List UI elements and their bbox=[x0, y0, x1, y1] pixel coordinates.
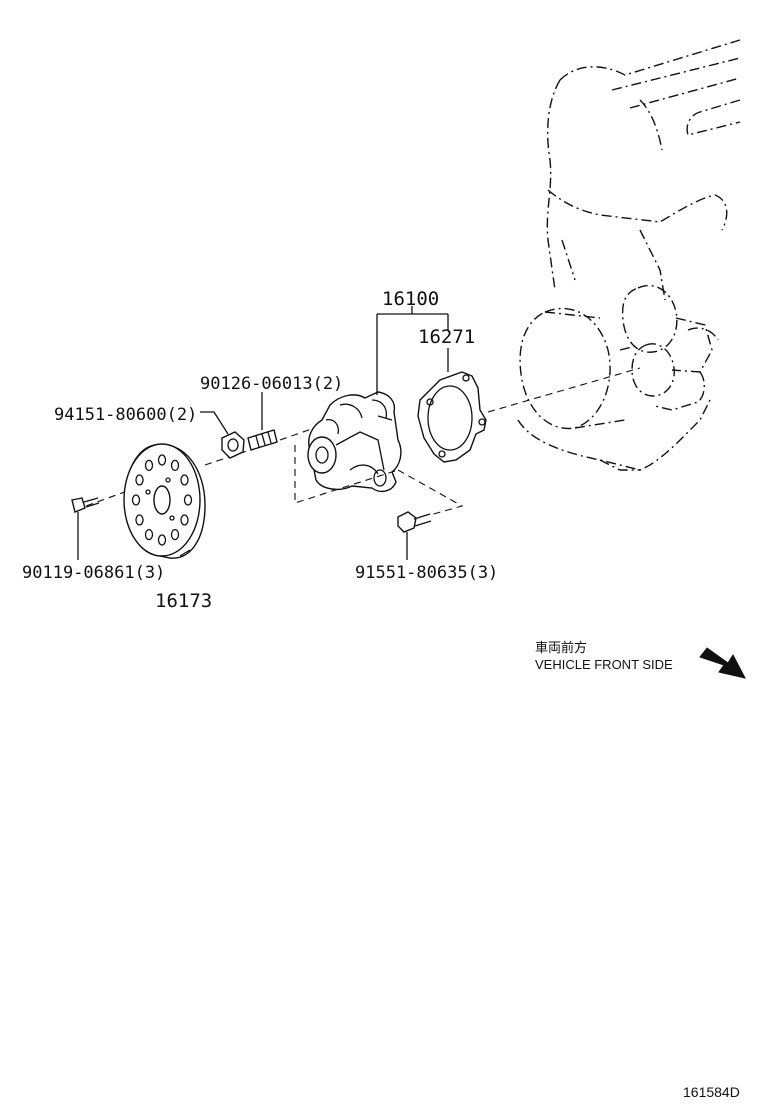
pulley-hole bbox=[170, 528, 180, 541]
nut-94151 bbox=[200, 411, 245, 459]
pulley-hole bbox=[157, 454, 167, 466]
pump-bolt-reference-lines bbox=[294, 445, 464, 516]
engine-outline bbox=[517, 39, 741, 471]
pulley-hole bbox=[144, 459, 154, 472]
pulley-bolt bbox=[71, 497, 100, 560]
pulley-bolt-hole bbox=[165, 477, 171, 483]
arrow-down-right-icon bbox=[699, 647, 746, 679]
figure-code: 161584D bbox=[683, 1084, 740, 1100]
callout-pulley: 16173 bbox=[155, 590, 212, 612]
pulley-hole bbox=[183, 494, 193, 506]
pulley-hole bbox=[144, 528, 154, 541]
pulley-16173 bbox=[123, 443, 206, 559]
pulley-bolt-hole bbox=[145, 489, 151, 495]
pulley-hole bbox=[180, 514, 189, 526]
pulley-hole bbox=[180, 474, 189, 486]
orientation-label-japanese: 車両前方 bbox=[535, 640, 587, 655]
callout-nut: 94151-80600(2) bbox=[54, 405, 197, 425]
callout-pulley-bolt: 90119-06861(3) bbox=[22, 563, 165, 583]
pulley-hole bbox=[170, 459, 180, 472]
pulley-hole bbox=[157, 534, 167, 546]
callout-stud-bolt: 90126-06013(2) bbox=[200, 374, 343, 394]
water-pump-16100 bbox=[307, 391, 402, 493]
pulley-hole bbox=[135, 474, 144, 486]
pulley-hole bbox=[131, 494, 141, 506]
stud-bolt-90126 bbox=[247, 392, 278, 451]
callout-bracket-16100 bbox=[376, 306, 449, 395]
callout-gasket: 16271 bbox=[418, 326, 475, 348]
pulley-hole bbox=[135, 514, 144, 526]
gasket-16271 bbox=[417, 348, 487, 463]
callout-water-pump-assy: 16100 bbox=[382, 288, 439, 310]
pump-bolt-91551 bbox=[397, 511, 432, 560]
callout-pump-bolt: 91551-80635(3) bbox=[355, 563, 498, 583]
orientation-label-english: VEHICLE FRONT SIDE bbox=[535, 657, 673, 672]
pulley-bolt-hole bbox=[169, 515, 175, 521]
